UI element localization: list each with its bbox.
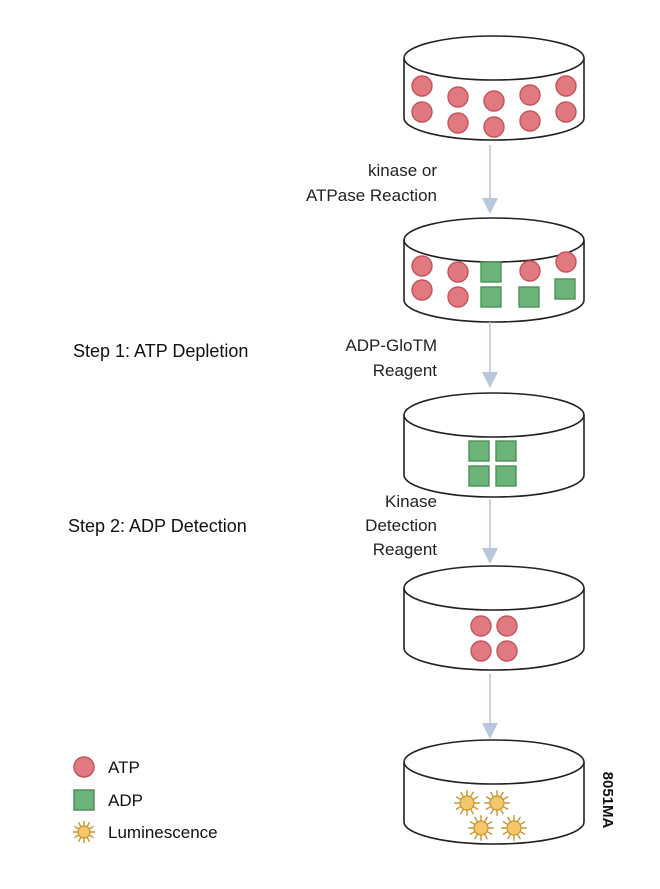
dish-3 — [403, 392, 585, 498]
sun-core — [489, 795, 505, 811]
atp-molecule — [447, 86, 469, 108]
dish-rim — [403, 565, 585, 611]
step-1-label: Step 1: ATP Depletion — [73, 341, 248, 361]
atp-molecule — [483, 116, 505, 138]
dish-1 — [403, 35, 585, 141]
figure-code: 8051MA — [599, 772, 616, 829]
dish-5 — [403, 739, 585, 845]
sun — [72, 820, 96, 844]
sun-core — [77, 825, 91, 839]
dish-rim — [403, 392, 585, 438]
dish-wall — [403, 588, 585, 671]
legend-adp-label: ADP — [108, 791, 143, 810]
dish-4 — [403, 565, 585, 671]
adp-molecule — [480, 261, 502, 283]
step-2-label: Step 2: ADP Detection — [68, 516, 247, 536]
sun-core — [506, 820, 522, 836]
atp-molecule — [555, 101, 577, 123]
atp-molecule — [411, 101, 433, 123]
arrow-2-label-line-2: Reagent — [373, 361, 438, 380]
atp-molecule — [411, 75, 433, 97]
adp-molecule — [468, 465, 490, 487]
arrow-3-label-line-2: Detection — [365, 516, 437, 535]
atp-molecule — [496, 615, 518, 637]
arrow-1-label-line-2: ATPase Reaction — [306, 186, 437, 205]
dishes — [403, 35, 585, 845]
luminescence-icon — [501, 815, 527, 841]
adp-molecule — [518, 286, 540, 308]
arrow-3-label-line-3: Reagent — [373, 540, 438, 559]
atp-molecule — [447, 261, 469, 283]
arrow-1-label-line-1: kinase or — [368, 161, 437, 180]
atp-molecule — [555, 75, 577, 97]
adp-molecule — [480, 286, 502, 308]
atp-molecule — [483, 90, 505, 112]
dish-wall — [403, 415, 585, 498]
atp-molecule — [411, 255, 433, 277]
atp-molecule — [411, 279, 433, 301]
arrow-2-label-line-1: ADP-GloTM — [345, 336, 437, 355]
legend-luminescence-icon — [72, 820, 96, 844]
legend-luminescence-label: Luminescence — [108, 823, 218, 842]
adp-molecule — [554, 278, 576, 300]
atp-molecule — [496, 640, 518, 662]
legend-atp-icon — [73, 756, 95, 778]
dish-2 — [403, 217, 585, 323]
atp-molecule — [519, 84, 541, 106]
luminescence-icon — [484, 790, 510, 816]
arrow-3-label-line-1: Kinase — [385, 492, 437, 511]
legend-atp-label: ATP — [108, 758, 140, 777]
dish-rim — [403, 217, 585, 263]
legend-adp-icon — [73, 789, 95, 811]
adp-molecule — [495, 465, 517, 487]
atp-molecule — [447, 112, 469, 134]
luminescence-icon — [454, 790, 480, 816]
sun-core — [459, 795, 475, 811]
adp-molecule — [495, 440, 517, 462]
atp-molecule — [519, 110, 541, 132]
adp-molecule — [468, 440, 490, 462]
dish-rim — [403, 35, 585, 81]
atp-molecule — [447, 286, 469, 308]
dish-rim — [403, 739, 585, 785]
luminescence-icon — [468, 815, 494, 841]
atp-molecule — [470, 615, 492, 637]
legend: ATP ADP Luminescence — [72, 756, 218, 844]
sun-core — [473, 820, 489, 836]
atp-molecule — [555, 251, 577, 273]
atp-molecule — [519, 260, 541, 282]
atp-molecule — [470, 640, 492, 662]
